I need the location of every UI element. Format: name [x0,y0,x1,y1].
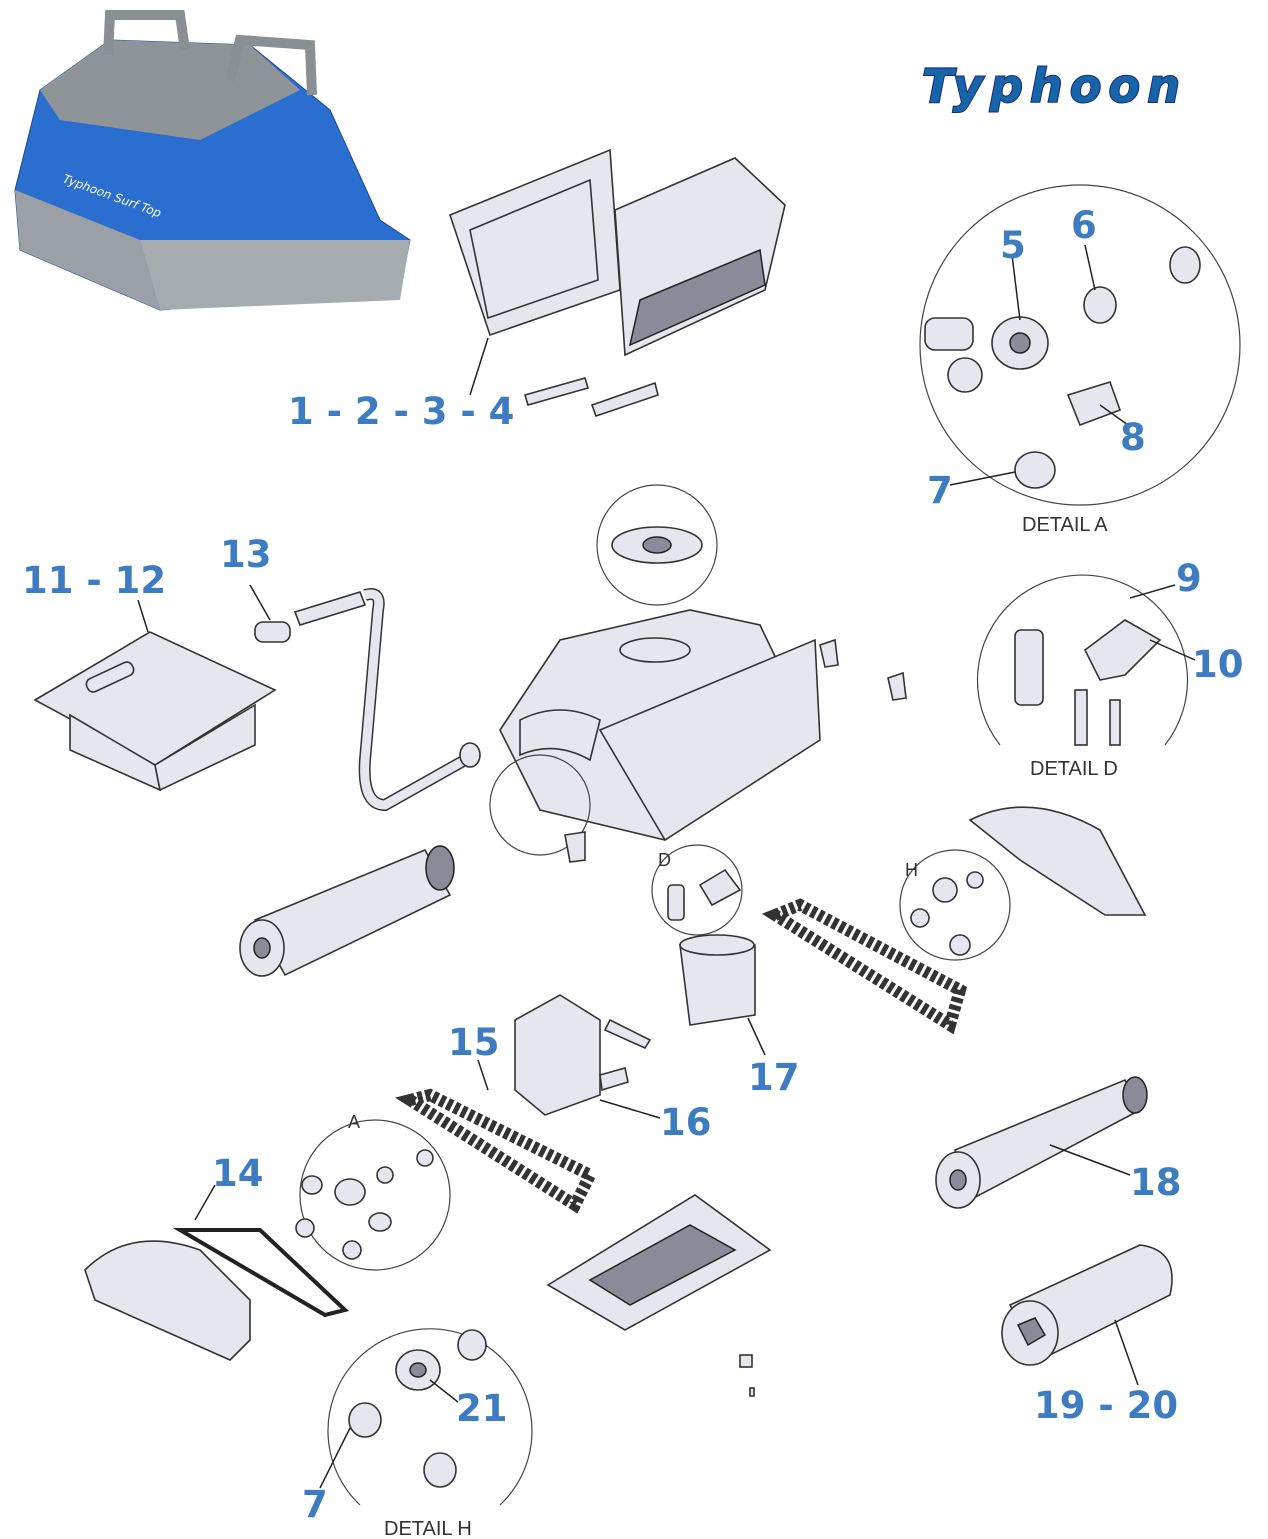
right-side-assembly [761,806,1147,1035]
detail-a [919,184,1241,506]
base-tray [546,1194,772,1397]
callout-10: 10 [1192,643,1244,686]
main-body [489,484,907,863]
filter-basket [449,148,786,418]
callout-6: 6 [1071,204,1097,247]
left-side-plate [84,1184,350,1361]
callout-5: 5 [1000,224,1026,267]
detail-a-marker: A [348,1112,360,1132]
pump-motor [651,844,766,1056]
detail-a-inset [295,1119,451,1271]
callout-17: 17 [748,1056,800,1099]
rear-roller [935,1076,1148,1209]
brush-roller-left [239,845,455,977]
callout-1-2-3-4: 1 - 2 - 3 - 4 [288,390,514,433]
detail-h-label: DETAIL H [384,1518,472,1539]
detail-d-marker: D [658,850,671,870]
detail-d-label: DETAIL D [1030,758,1118,780]
detail-h [319,1328,533,1506]
drive-motor [394,994,661,1214]
callout-11-12: 11 - 12 [22,559,166,602]
callout-21: 21 [456,1387,508,1430]
detail-h-marker: H [905,860,918,880]
callout-16: 16 [660,1101,712,1144]
callout-15: 15 [448,1021,500,1064]
callout-9: 9 [1176,557,1202,600]
typhoon-logo: Typhoon [922,59,1180,113]
callout-19-20: 19 - 20 [1034,1384,1178,1427]
product-photo: Typhoon Surf Top [14,10,411,311]
callout-7-detail-h: 7 [302,1483,328,1526]
cable-hose [249,584,481,812]
power-supply [33,599,277,792]
callout-14: 14 [212,1152,264,1195]
callout-7-detail-a: 7 [927,469,953,512]
brush-sleeve [1001,1244,1173,1386]
callout-8: 8 [1120,416,1146,459]
detail-a-label: DETAIL A [1022,514,1108,536]
detail-d [976,574,1196,746]
callout-18: 18 [1130,1161,1182,1204]
callout-13: 13 [220,533,272,576]
